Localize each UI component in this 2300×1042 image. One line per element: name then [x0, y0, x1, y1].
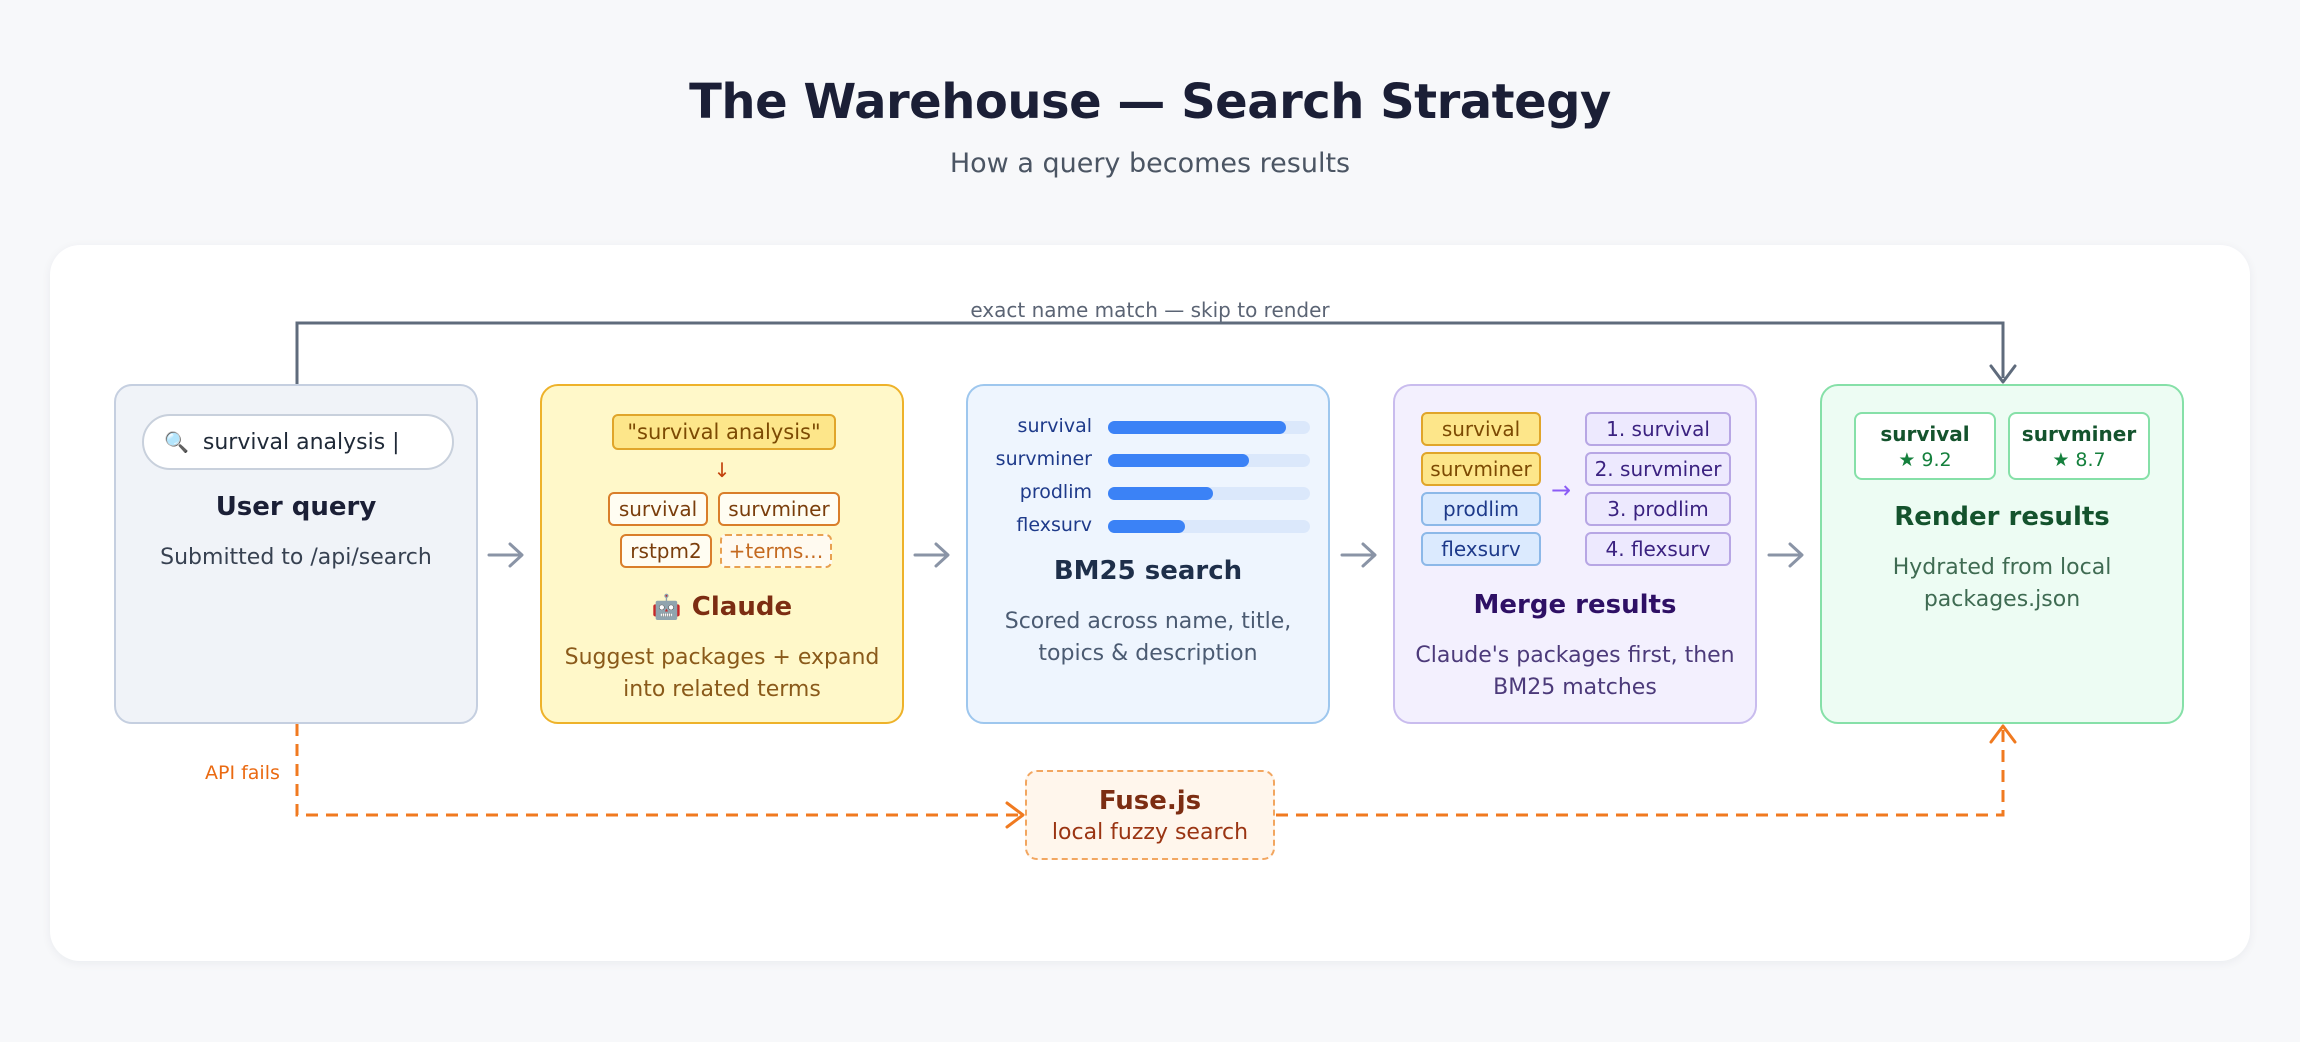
fuse-subtitle: local fuzzy search — [1051, 820, 1249, 845]
merge-arrow-icon: → — [1551, 476, 1572, 504]
render-box: survival ★ 9.2 survminer ★ 8.7 Render re… — [1820, 384, 2184, 724]
bm25-bar-label: prodlim — [1019, 481, 1092, 503]
bm25-bar-label: flexsurv — [1016, 514, 1092, 536]
result-score: ★ 9.2 — [1898, 449, 1952, 471]
bm25-bar-fill — [1108, 520, 1185, 533]
bm25-bar-track — [1108, 421, 1310, 434]
search-input[interactable]: 🔍 survival analysis | — [142, 414, 454, 470]
bm25-title: BM25 search — [1053, 556, 1243, 586]
bm25-bar-fill — [1108, 421, 1286, 434]
magnifier-icon: 🔍 — [164, 430, 189, 454]
result-card: survival ★ 9.2 — [1854, 412, 1996, 480]
bm25-bar-track — [1108, 520, 1310, 533]
result-name: survival — [1880, 422, 1970, 446]
term-chip: survminer — [718, 492, 840, 526]
claude-title: 🤖Claude — [651, 592, 793, 622]
bm25-box: survival survminer prodlim flexsurv BM25 se… — [966, 384, 1330, 724]
more-terms-chip: +terms… — [720, 534, 832, 568]
bm25-bar-fill — [1108, 454, 1249, 467]
render-title: Render results — [1894, 502, 2110, 532]
bm25-bar-track — [1108, 487, 1310, 500]
fuse-title: Fuse.js — [1098, 786, 1202, 816]
merge-title: Merge results — [1473, 590, 1677, 620]
claude-box: "survival analysis" ↓ survival survminer… — [540, 384, 904, 724]
skip-label: exact name match — skip to render — [970, 298, 1330, 322]
bm25-bar-fill — [1108, 487, 1213, 500]
header: The Warehouse — Search Strategy How a qu… — [0, 74, 2300, 179]
term-chip: rstpm2 — [620, 534, 712, 568]
page-subtitle: How a query becomes results — [949, 148, 1351, 179]
result-name: survminer — [2021, 422, 2137, 446]
search-text: survival analysis | — [202, 429, 400, 455]
bm25-bar-track — [1108, 454, 1310, 467]
bm25-bar-label: survival — [1017, 415, 1092, 437]
robot-icon: 🤖 — [651, 593, 682, 621]
ranked-chip: 2. survminer — [1585, 452, 1731, 486]
merge-box: survival survminer prodlim flexsurv → 1.… — [1393, 384, 1757, 724]
merge-desc: Claude's packages first, then BM25 match… — [1415, 643, 1735, 700]
ranked-chip: 4. flexsurv — [1585, 532, 1731, 566]
fuse-box: Fuse.js local fuzzy search — [1025, 770, 1275, 860]
result-score: ★ 8.7 — [2052, 449, 2106, 471]
bm25-bar-label: survminer — [995, 448, 1092, 470]
merge-claude-chip: survminer — [1421, 452, 1541, 486]
claude-query-chip: "survival analysis" — [612, 414, 836, 450]
user-query-title: User query — [215, 492, 377, 522]
ranked-chip: 1. survival — [1585, 412, 1731, 446]
claude-desc: Suggest packages + expand into related t… — [564, 645, 880, 702]
page-title: The Warehouse — Search Strategy — [689, 74, 1611, 130]
result-card: survminer ★ 8.7 — [2008, 412, 2150, 480]
merge-bm25-chip: prodlim — [1421, 492, 1541, 526]
arrow-down-icon: ↓ — [713, 458, 731, 482]
user-query-desc: Submitted to /api/search — [160, 545, 432, 570]
merge-bm25-chip: flexsurv — [1421, 532, 1541, 566]
bm25-desc: Scored across name, title, topics & desc… — [1004, 609, 1292, 666]
term-chip: survival — [608, 492, 708, 526]
ranked-chip: 3. prodlim — [1585, 492, 1731, 526]
user-query-box: 🔍 survival analysis | User query Submitt… — [114, 384, 478, 724]
merge-claude-chip: survival — [1421, 412, 1541, 446]
api-fail-label: API fails — [205, 762, 280, 784]
render-desc: Hydrated from local packages.json — [1892, 555, 2112, 612]
